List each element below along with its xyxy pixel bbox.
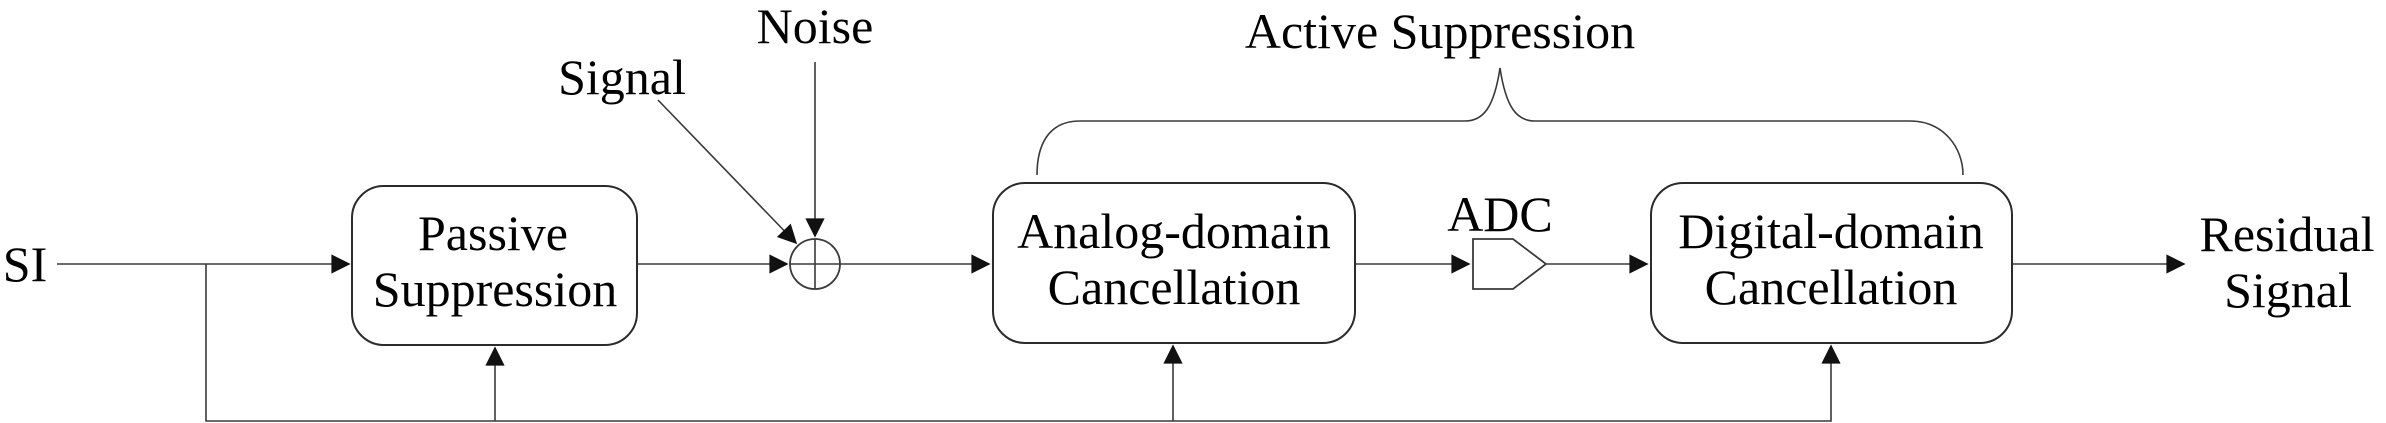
passive-suppression-label-line2: Suppression	[373, 261, 617, 317]
noise-source-label: Noise	[757, 0, 874, 54]
sum-plus-cross	[790, 239, 840, 289]
active-suppression-label: Active Suppression	[1245, 3, 1635, 59]
feedback-reference-line	[205, 264, 1841, 422]
passive-suppression-label-line1: Passive	[418, 205, 568, 261]
digital-domain-cancellation-box	[1650, 182, 2013, 344]
summing-junction-icon	[789, 238, 841, 290]
digital-domain-label-line1: Digital-domain	[1678, 203, 1984, 259]
adc-label: ADC	[1447, 186, 1553, 242]
analog-domain-label-line2: Cancellation	[1048, 259, 1301, 315]
residual-signal-label-line1: Residual	[2200, 206, 2375, 262]
adc-converter-icon	[1472, 238, 1548, 290]
signal-source-label: Signal	[558, 49, 686, 105]
signal-input-arrow	[657, 99, 798, 245]
analog-domain-cancellation-box	[992, 182, 1356, 344]
digital-domain-label-line2: Cancellation	[1705, 259, 1958, 315]
si-input-label: SI	[3, 236, 47, 292]
analog-domain-label-line1: Analog-domain	[1017, 203, 1331, 259]
passive-suppression-box	[351, 185, 638, 346]
active-suppression-brace-icon	[1036, 67, 1964, 176]
residual-signal-label-line2: Signal	[2224, 262, 2352, 318]
